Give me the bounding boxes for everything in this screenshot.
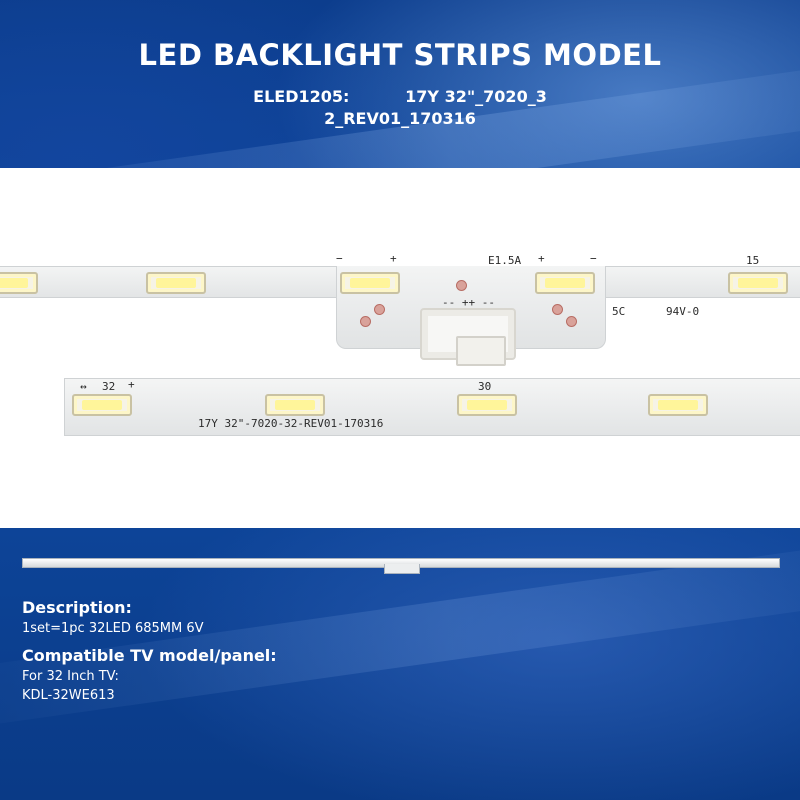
solder-pad — [456, 280, 467, 291]
direction-arrow: ↔ — [80, 380, 87, 393]
led-chip — [0, 272, 38, 294]
compatibility-heading: Compatible TV model/panel: — [22, 646, 277, 665]
description-heading: Description: — [22, 598, 132, 617]
rating-label: 94V-0 — [666, 305, 700, 318]
fuse-label: E1.5A — [488, 254, 522, 267]
mark-label: 5C — [612, 305, 626, 318]
description-text: 1set=1pc 32LED 685MM 6V — [22, 621, 204, 636]
polarity-plus: + — [128, 378, 135, 391]
solder-pad — [552, 304, 563, 315]
led-chip — [72, 394, 132, 416]
led-index-15: 15 — [746, 254, 760, 267]
polarity-plus: + — [538, 252, 545, 265]
compatibility-line-1: For 32 Inch TV: — [22, 669, 119, 684]
polarity-plus: + — [390, 252, 397, 265]
led-index-30: 30 — [478, 380, 492, 393]
led-chip — [457, 394, 517, 416]
led-chip — [535, 272, 595, 294]
led-index-32: 32 — [102, 380, 116, 393]
model-line-1: ELED1205: 17Y 32"_7020_3 — [253, 87, 547, 106]
polarity-minus: − — [336, 252, 343, 265]
led-chip — [340, 272, 400, 294]
full-length-strip-connector — [384, 564, 420, 574]
led-chip — [146, 272, 206, 294]
solder-pad — [374, 304, 385, 315]
led-chip — [265, 394, 325, 416]
wire-connector-socket — [456, 336, 506, 366]
model-number: ELED1205: 17Y 32"_7020_3 2_REV01_170316 — [0, 86, 800, 130]
strip-part-number: 17Y 32"-7020-32-REV01-170316 — [198, 417, 384, 430]
product-photo: − + E1.5A + − 15 5C 94V-0 -- ++ -- ↔ 32 … — [0, 168, 800, 528]
solder-pad — [360, 316, 371, 327]
solder-pad — [566, 316, 577, 327]
page-title: LED BACKLIGHT STRIPS MODEL — [138, 38, 662, 72]
compatibility-line-2: KDL-32WE613 — [22, 688, 115, 703]
model-line-2: 2_REV01_170316 — [324, 109, 476, 128]
led-chip — [648, 394, 708, 416]
led-chip — [728, 272, 788, 294]
connector-marks: -- ++ -- — [442, 296, 495, 309]
polarity-minus: − — [590, 252, 597, 265]
